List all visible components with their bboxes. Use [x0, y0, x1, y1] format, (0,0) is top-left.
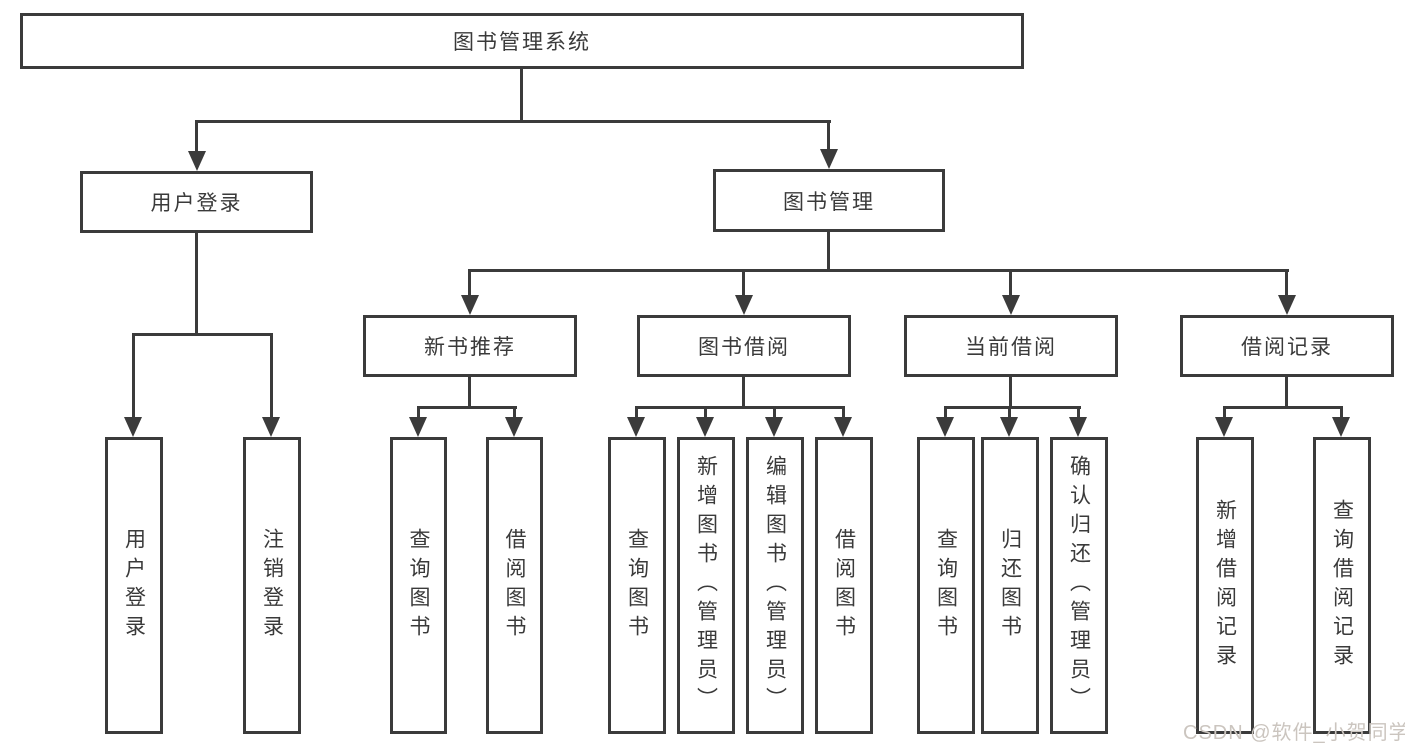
connector-cb-stem	[1009, 377, 1012, 409]
arrowhead-down-icon	[820, 149, 838, 169]
connector-book-management-stem	[827, 232, 830, 272]
node-label: 新书推荐	[424, 336, 516, 359]
node-user-login: 用户登录	[80, 171, 313, 233]
arrowhead-down-icon	[936, 417, 954, 437]
connector-shaft	[513, 406, 516, 422]
leaf-label: 新增图书（管理员）	[694, 455, 718, 716]
leaf-nbr-query-books: 查询图书	[390, 437, 447, 734]
connector-shaft	[1223, 406, 1226, 422]
csdn-watermark: CSDN @软件_小贺同学	[1183, 722, 1405, 744]
connector-shaft	[1077, 406, 1080, 422]
node-current-borrowing: 当前借阅	[904, 315, 1118, 377]
leaf-label: 编辑图书（管理员）	[763, 455, 787, 716]
connector-nbr-bar	[417, 406, 517, 409]
connector-bb-stem	[742, 377, 745, 409]
leaf-br-add-record: 新增借阅记录	[1196, 437, 1254, 734]
connector-shaft	[944, 406, 947, 422]
arrowhead-down-icon	[834, 417, 852, 437]
leaf-label: 借阅图书	[503, 527, 526, 644]
leaf-label: 确认归还（管理员）	[1067, 455, 1091, 716]
connector-shaft	[1340, 406, 1343, 422]
node-label: 用户登录	[150, 192, 243, 215]
node-label: 当前借阅	[965, 336, 1057, 359]
leaf-label: 查询图书	[407, 527, 430, 644]
connector-root-bar	[195, 120, 831, 123]
node-borrowing-records: 借阅记录	[1180, 315, 1394, 377]
connector-root-stem	[520, 69, 523, 123]
leaf-label: 归还图书	[998, 527, 1022, 644]
leaf-cb-confirm-return-admin: 确认归还（管理员）	[1050, 437, 1108, 734]
connector-shaft-logout	[270, 333, 273, 419]
node-label: 图书管理	[783, 190, 875, 214]
arrowhead-down-icon	[188, 151, 206, 171]
leaf-bb-edit-books-admin: 编辑图书（管理员）	[746, 437, 804, 734]
connector-shaft	[417, 406, 420, 422]
connector-shaft-current-borrowing	[1009, 269, 1012, 299]
arrowhead-down-icon	[1069, 417, 1087, 437]
node-new-book-recommend: 新书推荐	[363, 315, 577, 377]
arrowhead-down-icon	[262, 417, 280, 437]
connector-shaft	[1008, 406, 1011, 422]
leaf-bb-query-books: 查询图书	[608, 437, 666, 734]
arrowhead-down-icon	[735, 295, 753, 315]
leaf-cb-return-books: 归还图书	[981, 437, 1039, 734]
connector-shaft-book-management	[827, 120, 830, 153]
leaf-br-query-record: 查询借阅记录	[1313, 437, 1371, 734]
leaf-user-login: 用户登录	[105, 437, 163, 734]
arrowhead-down-icon	[124, 417, 142, 437]
node-label: 图书管理系统	[453, 31, 591, 54]
arrowhead-down-icon	[1332, 417, 1350, 437]
connector-shaft	[842, 406, 845, 422]
connector-br-bar	[1223, 406, 1343, 409]
connector-bb-bar	[635, 406, 845, 409]
connector-shaft	[635, 406, 638, 422]
arrowhead-down-icon	[1000, 417, 1018, 437]
connector-shaft-user-login	[195, 120, 198, 155]
arrowhead-down-icon	[765, 417, 783, 437]
connector-shaft	[704, 406, 707, 422]
arrowhead-down-icon	[1002, 295, 1020, 315]
connector-shaft-login	[132, 333, 135, 419]
leaf-label: 用户登录	[122, 527, 146, 644]
node-book-management: 图书管理	[713, 169, 945, 232]
arrowhead-down-icon	[696, 417, 714, 437]
leaf-logout: 注销登录	[243, 437, 301, 734]
connector-shaft-borrowing-records	[1285, 269, 1288, 299]
connector-nbr-stem	[468, 377, 471, 409]
arrowhead-down-icon	[1215, 417, 1233, 437]
node-label: 借阅记录	[1241, 336, 1333, 359]
connector-user-login-bar	[132, 333, 273, 336]
connector-br-stem	[1285, 377, 1288, 409]
arrowhead-down-icon	[409, 417, 427, 437]
leaf-cb-query-books: 查询图书	[917, 437, 975, 734]
leaf-label: 注销登录	[260, 527, 284, 644]
arrowhead-down-icon	[627, 417, 645, 437]
arrowhead-down-icon	[461, 295, 479, 315]
connector-user-login-stem	[195, 233, 198, 335]
leaf-bb-borrow-books: 借阅图书	[815, 437, 873, 734]
node-label: 图书借阅	[698, 336, 790, 359]
connector-cb-bar	[944, 406, 1081, 409]
connector-shaft-book-borrowing	[742, 269, 745, 299]
arrowhead-down-icon	[505, 417, 523, 437]
leaf-label: 新增借阅记录	[1213, 498, 1237, 673]
leaf-label: 查询借阅记录	[1330, 498, 1354, 673]
node-library-management-system: 图书管理系统	[20, 13, 1024, 69]
connector-shaft-new-book-recommend	[468, 269, 471, 299]
node-book-borrowing: 图书借阅	[637, 315, 851, 377]
connector-shaft	[773, 406, 776, 422]
leaf-label: 查询图书	[934, 527, 958, 644]
connector-book-management-bar	[468, 269, 1289, 272]
leaf-label: 借阅图书	[832, 527, 856, 644]
leaf-bb-add-books-admin: 新增图书（管理员）	[677, 437, 735, 734]
arrowhead-down-icon	[1278, 295, 1296, 315]
leaf-nbr-borrow-books: 借阅图书	[486, 437, 543, 734]
leaf-label: 查询图书	[625, 527, 649, 644]
